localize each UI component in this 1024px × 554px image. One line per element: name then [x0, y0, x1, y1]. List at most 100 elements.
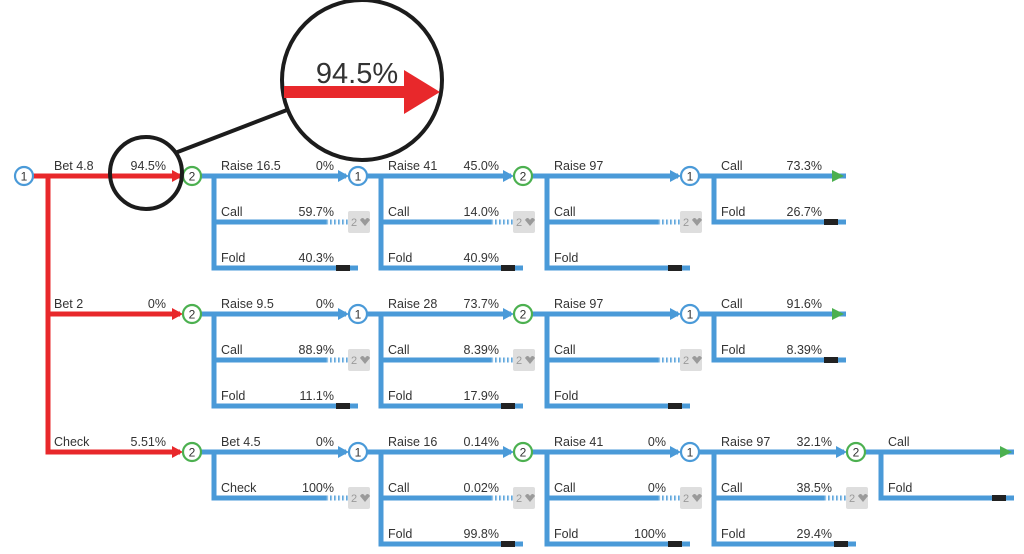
option-label: Call: [554, 481, 576, 495]
option-pct: 29.4%: [797, 527, 832, 541]
action-arrow-icon: [172, 446, 183, 458]
zoom-red-bar: [284, 86, 408, 98]
action-pct: 5.51%: [131, 435, 166, 449]
heart-icon: [525, 218, 535, 226]
collapsed-node-label: 2: [516, 217, 522, 229]
dash-segment: [507, 495, 510, 501]
option-label: Fold: [388, 251, 412, 265]
dash-segment: [503, 495, 506, 501]
option-arrow-icon: [503, 308, 514, 320]
p1-node-label: 1: [687, 308, 694, 322]
option-arrow-icon: [836, 446, 847, 458]
dash-segment: [662, 219, 665, 225]
option-pct: 73.7%: [464, 297, 499, 311]
p2-node-label: 2: [520, 170, 527, 184]
fold-terminal-icon: [336, 403, 350, 409]
p1-node-circle: [679, 165, 701, 187]
dash-segment: [674, 495, 677, 501]
option-pct: 0%: [648, 481, 666, 495]
heart-icon: [360, 494, 370, 502]
option-label: Call: [554, 343, 576, 357]
dash-segment: [836, 495, 839, 501]
dash-segment: [334, 219, 337, 225]
dash-segment: [678, 357, 681, 363]
dash-segment: [511, 357, 514, 363]
dash-segment: [670, 495, 673, 501]
collapsed-node-box: [680, 349, 702, 371]
option-pct: 26.7%: [787, 205, 822, 219]
collapsed-node-box: [513, 349, 535, 371]
action-arrow-icon: [172, 308, 183, 320]
action-pct: 0%: [148, 297, 166, 311]
fold-terminal-icon: [668, 265, 682, 271]
dash-segment: [330, 219, 333, 225]
option-pct: 0%: [316, 297, 334, 311]
dash-segment: [338, 495, 341, 501]
option-pct: 45.0%: [464, 159, 499, 173]
dash-segment: [658, 219, 661, 225]
p1-node-label: 1: [355, 170, 362, 184]
option-label: Fold: [721, 205, 745, 219]
dash-segment: [499, 495, 502, 501]
dash-segment: [670, 219, 673, 225]
collapsed-node-box: [513, 211, 535, 233]
zoom-percent: 94.5%: [316, 58, 398, 90]
option-label: Fold: [554, 251, 578, 265]
call-arrow-icon: [832, 308, 844, 320]
option-label: Fold: [388, 527, 412, 541]
collapsed-node-label: 2: [516, 355, 522, 367]
option-label: Raise 97: [554, 297, 603, 311]
dash-segment: [342, 219, 345, 225]
collapsed-node-label: 2: [683, 355, 689, 367]
option-arrow-icon: [338, 308, 349, 320]
dash-segment: [507, 219, 510, 225]
dash-segment: [499, 219, 502, 225]
option-label: Fold: [221, 251, 245, 265]
p2-node-circle: [845, 441, 867, 463]
dash-segment: [338, 357, 341, 363]
action-pct: 94.5%: [131, 159, 166, 173]
option-label: Fold: [721, 343, 745, 357]
option-pct: 8.39%: [464, 343, 499, 357]
option-label: Raise 9.5: [221, 297, 274, 311]
p1-node-circle: [679, 303, 701, 325]
dash-segment: [844, 495, 847, 501]
fold-terminal-icon: [668, 541, 682, 547]
option-pct: 40.3%: [299, 251, 334, 265]
option-label: Raise 97: [554, 159, 603, 173]
dash-segment: [342, 495, 345, 501]
p1-node-circle: [679, 441, 701, 463]
dash-segment: [342, 357, 345, 363]
collapsed-node-box: [680, 211, 702, 233]
dash-segment: [828, 495, 831, 501]
dash-segment: [824, 495, 827, 501]
p1-node-circle: [347, 303, 369, 325]
p1-node-circle: [347, 441, 369, 463]
option-pct: 40.9%: [464, 251, 499, 265]
option-pct: 0.02%: [464, 481, 499, 495]
action-label: Bet 4.8: [54, 159, 94, 173]
dash-segment: [491, 495, 494, 501]
option-pct: 73.3%: [787, 159, 822, 173]
dash-segment: [326, 357, 329, 363]
p2-node-circle: [512, 441, 534, 463]
option-label: Call: [721, 297, 743, 311]
dash-segment: [495, 495, 498, 501]
dash-segment: [507, 357, 510, 363]
heart-icon: [692, 218, 702, 226]
option-label: Raise 28: [388, 297, 437, 311]
dash-segment: [334, 357, 337, 363]
dash-segment: [511, 495, 514, 501]
p2-node-circle: [181, 303, 203, 325]
heart-icon: [692, 494, 702, 502]
dash-segment: [666, 219, 669, 225]
p2-node-circle: [512, 303, 534, 325]
collapsed-node-label: 2: [849, 493, 855, 505]
heart-icon: [525, 356, 535, 364]
option-pct: 59.7%: [299, 205, 334, 219]
dash-segment: [334, 495, 337, 501]
action-arrow-icon: [172, 170, 183, 182]
option-pct: 0%: [316, 435, 334, 449]
dash-segment: [670, 357, 673, 363]
heart-icon: [525, 494, 535, 502]
